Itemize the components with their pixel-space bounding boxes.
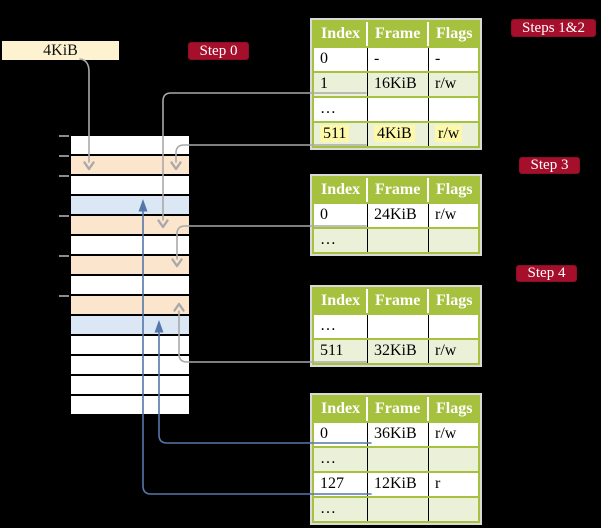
cell-frame <box>368 315 429 338</box>
column-header-index: Index <box>314 397 368 421</box>
memory-tick <box>59 135 69 137</box>
table-row: 0 - - <box>314 46 478 71</box>
cell-frame: 36KiB <box>368 423 429 446</box>
column-header-frame: Frame <box>368 289 429 313</box>
step-4-badge: Step 4 <box>516 265 577 282</box>
cell-flags <box>429 448 478 471</box>
page-table-final-level: Index Frame Flags 0 36KiB r/w … 127 12Ki… <box>312 395 480 523</box>
cell-flags <box>429 98 478 121</box>
page-table-step-3: Index Frame Flags 0 24KiB r/w … <box>312 176 480 254</box>
cell-flags: - <box>435 50 441 67</box>
memory-frame-row <box>71 136 189 156</box>
table-header-row: Index Frame Flags <box>314 289 478 313</box>
cell-index: … <box>314 98 368 121</box>
cell-frame: 24KiB <box>368 204 429 227</box>
cell-frame: - <box>368 48 429 71</box>
cell-index: 0 <box>314 204 368 227</box>
memory-tick <box>59 215 69 217</box>
table-row: 0 24KiB r/w <box>314 202 478 227</box>
table-row: … <box>314 446 478 471</box>
steps-1-2-badge: Steps 1&2 <box>511 19 596 37</box>
table-row: 0 36KiB r/w <box>314 421 478 446</box>
memory-frame-row <box>71 276 189 296</box>
table-row: … <box>314 313 478 338</box>
cell-index: … <box>314 315 368 338</box>
memory-frame-row <box>71 396 189 414</box>
cell-flags: r/w <box>435 75 457 92</box>
table-row: 511 32KiB r/w <box>314 338 478 363</box>
table-row-highlighted: 511 4KiB r/w <box>314 121 478 146</box>
table-row: … <box>314 96 478 121</box>
cell-frame: 32KiB <box>368 340 429 363</box>
cell-flags <box>429 315 478 338</box>
column-header-flags: Flags <box>436 400 473 417</box>
memory-frame-row <box>71 296 189 316</box>
step-3-badge: Step 3 <box>519 157 580 174</box>
memory-frame-row <box>71 376 189 396</box>
cell-frame: 12KiB <box>368 473 429 496</box>
cell-frame <box>368 98 429 121</box>
cell-frame <box>368 498 429 521</box>
column-header-index: Index <box>314 289 368 313</box>
column-header-flags: Flags <box>436 25 473 42</box>
memory-frame-row <box>71 156 189 176</box>
page-size-label: 4KiB <box>2 41 119 60</box>
cell-index: 511 <box>314 123 368 146</box>
cell-index: 0 <box>314 48 368 71</box>
memory-frame-row <box>71 216 189 236</box>
cell-flags: r/w <box>435 206 457 223</box>
cell-flags: r/w <box>429 123 478 146</box>
cell-index: 511 <box>314 340 368 363</box>
page-table-step-4: Index Frame Flags … 511 32KiB r/w <box>312 287 480 365</box>
cell-frame: 4KiB <box>368 123 429 146</box>
table-header-row: Index Frame Flags <box>314 397 478 421</box>
cell-flags: r/w <box>435 425 457 442</box>
memory-frame-row <box>71 316 189 336</box>
table-row: … <box>314 496 478 521</box>
cell-frame: 16KiB <box>368 73 429 96</box>
column-header-flags: Flags <box>436 292 473 309</box>
page-table-steps-1-2: Index Frame Flags 0 - - 1 16KiB r/w … 51… <box>312 20 480 148</box>
column-header-index: Index <box>314 22 368 46</box>
cell-frame <box>368 229 429 252</box>
cell-flags: r <box>435 475 441 492</box>
cell-index: 127 <box>314 473 368 496</box>
cell-frame <box>368 448 429 471</box>
table-row: 127 12KiB r <box>314 471 478 496</box>
step-0-badge: Step 0 <box>188 42 249 60</box>
cell-index: 0 <box>314 423 368 446</box>
memory-frame-row <box>71 336 189 356</box>
cell-index: 1 <box>314 73 368 96</box>
memory-frame-row <box>71 196 189 216</box>
cell-flags: r/w <box>435 342 457 359</box>
cell-flags <box>429 498 478 521</box>
column-header-index: Index <box>314 178 368 202</box>
column-header-flags: Flags <box>436 181 473 198</box>
table-header-row: Index Frame Flags <box>314 178 478 202</box>
memory-tick <box>59 155 69 157</box>
memory-tick <box>59 295 69 297</box>
table-row: … <box>314 227 478 252</box>
cell-flags <box>429 229 478 252</box>
cell-index: … <box>314 448 368 471</box>
memory-frame-row <box>71 356 189 376</box>
page-size-label-text: 4KiB <box>43 41 78 59</box>
memory-frame-row <box>71 256 189 276</box>
table-row: 1 16KiB r/w <box>314 71 478 96</box>
memory-tick <box>59 175 69 177</box>
table-header-row: Index Frame Flags <box>314 22 478 46</box>
memory-frame-row <box>71 176 189 196</box>
column-header-frame: Frame <box>368 397 429 421</box>
column-header-frame: Frame <box>368 178 429 202</box>
cell-index: … <box>314 498 368 521</box>
memory-frame-row <box>71 236 189 256</box>
physical-memory-column <box>69 134 191 416</box>
column-header-frame: Frame <box>368 22 429 46</box>
memory-tick <box>59 255 69 257</box>
cell-index: … <box>314 229 368 252</box>
